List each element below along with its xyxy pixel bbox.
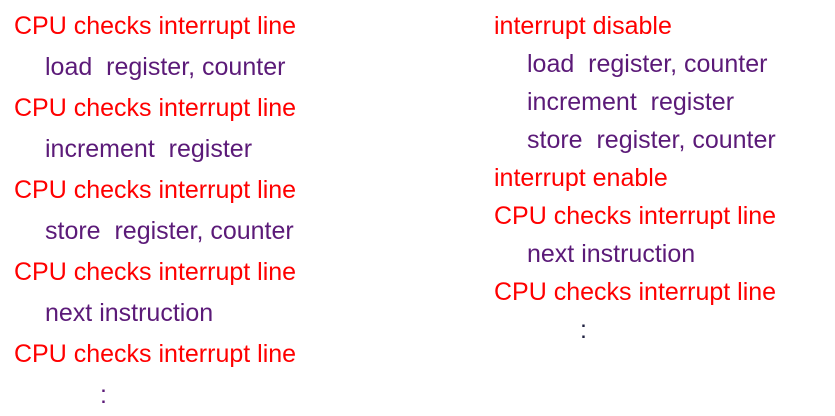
continuation-dots: : — [100, 381, 107, 409]
instruction-line: next instruction — [527, 240, 696, 268]
instruction-line: increment register — [45, 135, 253, 163]
interrupt-check-line: CPU checks interrupt line — [14, 94, 297, 122]
instruction-line: next instruction — [45, 299, 214, 327]
instruction-line: load register, counter — [527, 50, 768, 78]
interrupt-check-line: CPU checks interrupt line — [494, 202, 777, 230]
interrupt-disabled-sequence-column: interrupt disable load register, counter i… — [480, 7, 835, 349]
interrupt-check-line: CPU checks interrupt line — [14, 258, 297, 286]
interrupt-check-line: CPU checks interrupt line — [494, 278, 777, 306]
instruction-line: increment register — [527, 88, 735, 116]
interrupt-check-line: interrupt disable — [494, 12, 672, 40]
polled-interrupt-sequence-column: CPU checks interrupt line load register, … — [0, 6, 470, 416]
instruction-line: load register, counter — [45, 53, 286, 81]
interrupt-check-line: CPU checks interrupt line — [14, 12, 297, 40]
interrupt-check-line: CPU checks interrupt line — [14, 176, 297, 204]
instruction-line: store register, counter — [45, 217, 294, 245]
instruction-line: store register, counter — [527, 126, 776, 154]
interrupt-check-line: CPU checks interrupt line — [14, 340, 297, 368]
interrupt-check-line: interrupt enable — [494, 164, 668, 192]
continuation-dots: : — [580, 316, 587, 344]
